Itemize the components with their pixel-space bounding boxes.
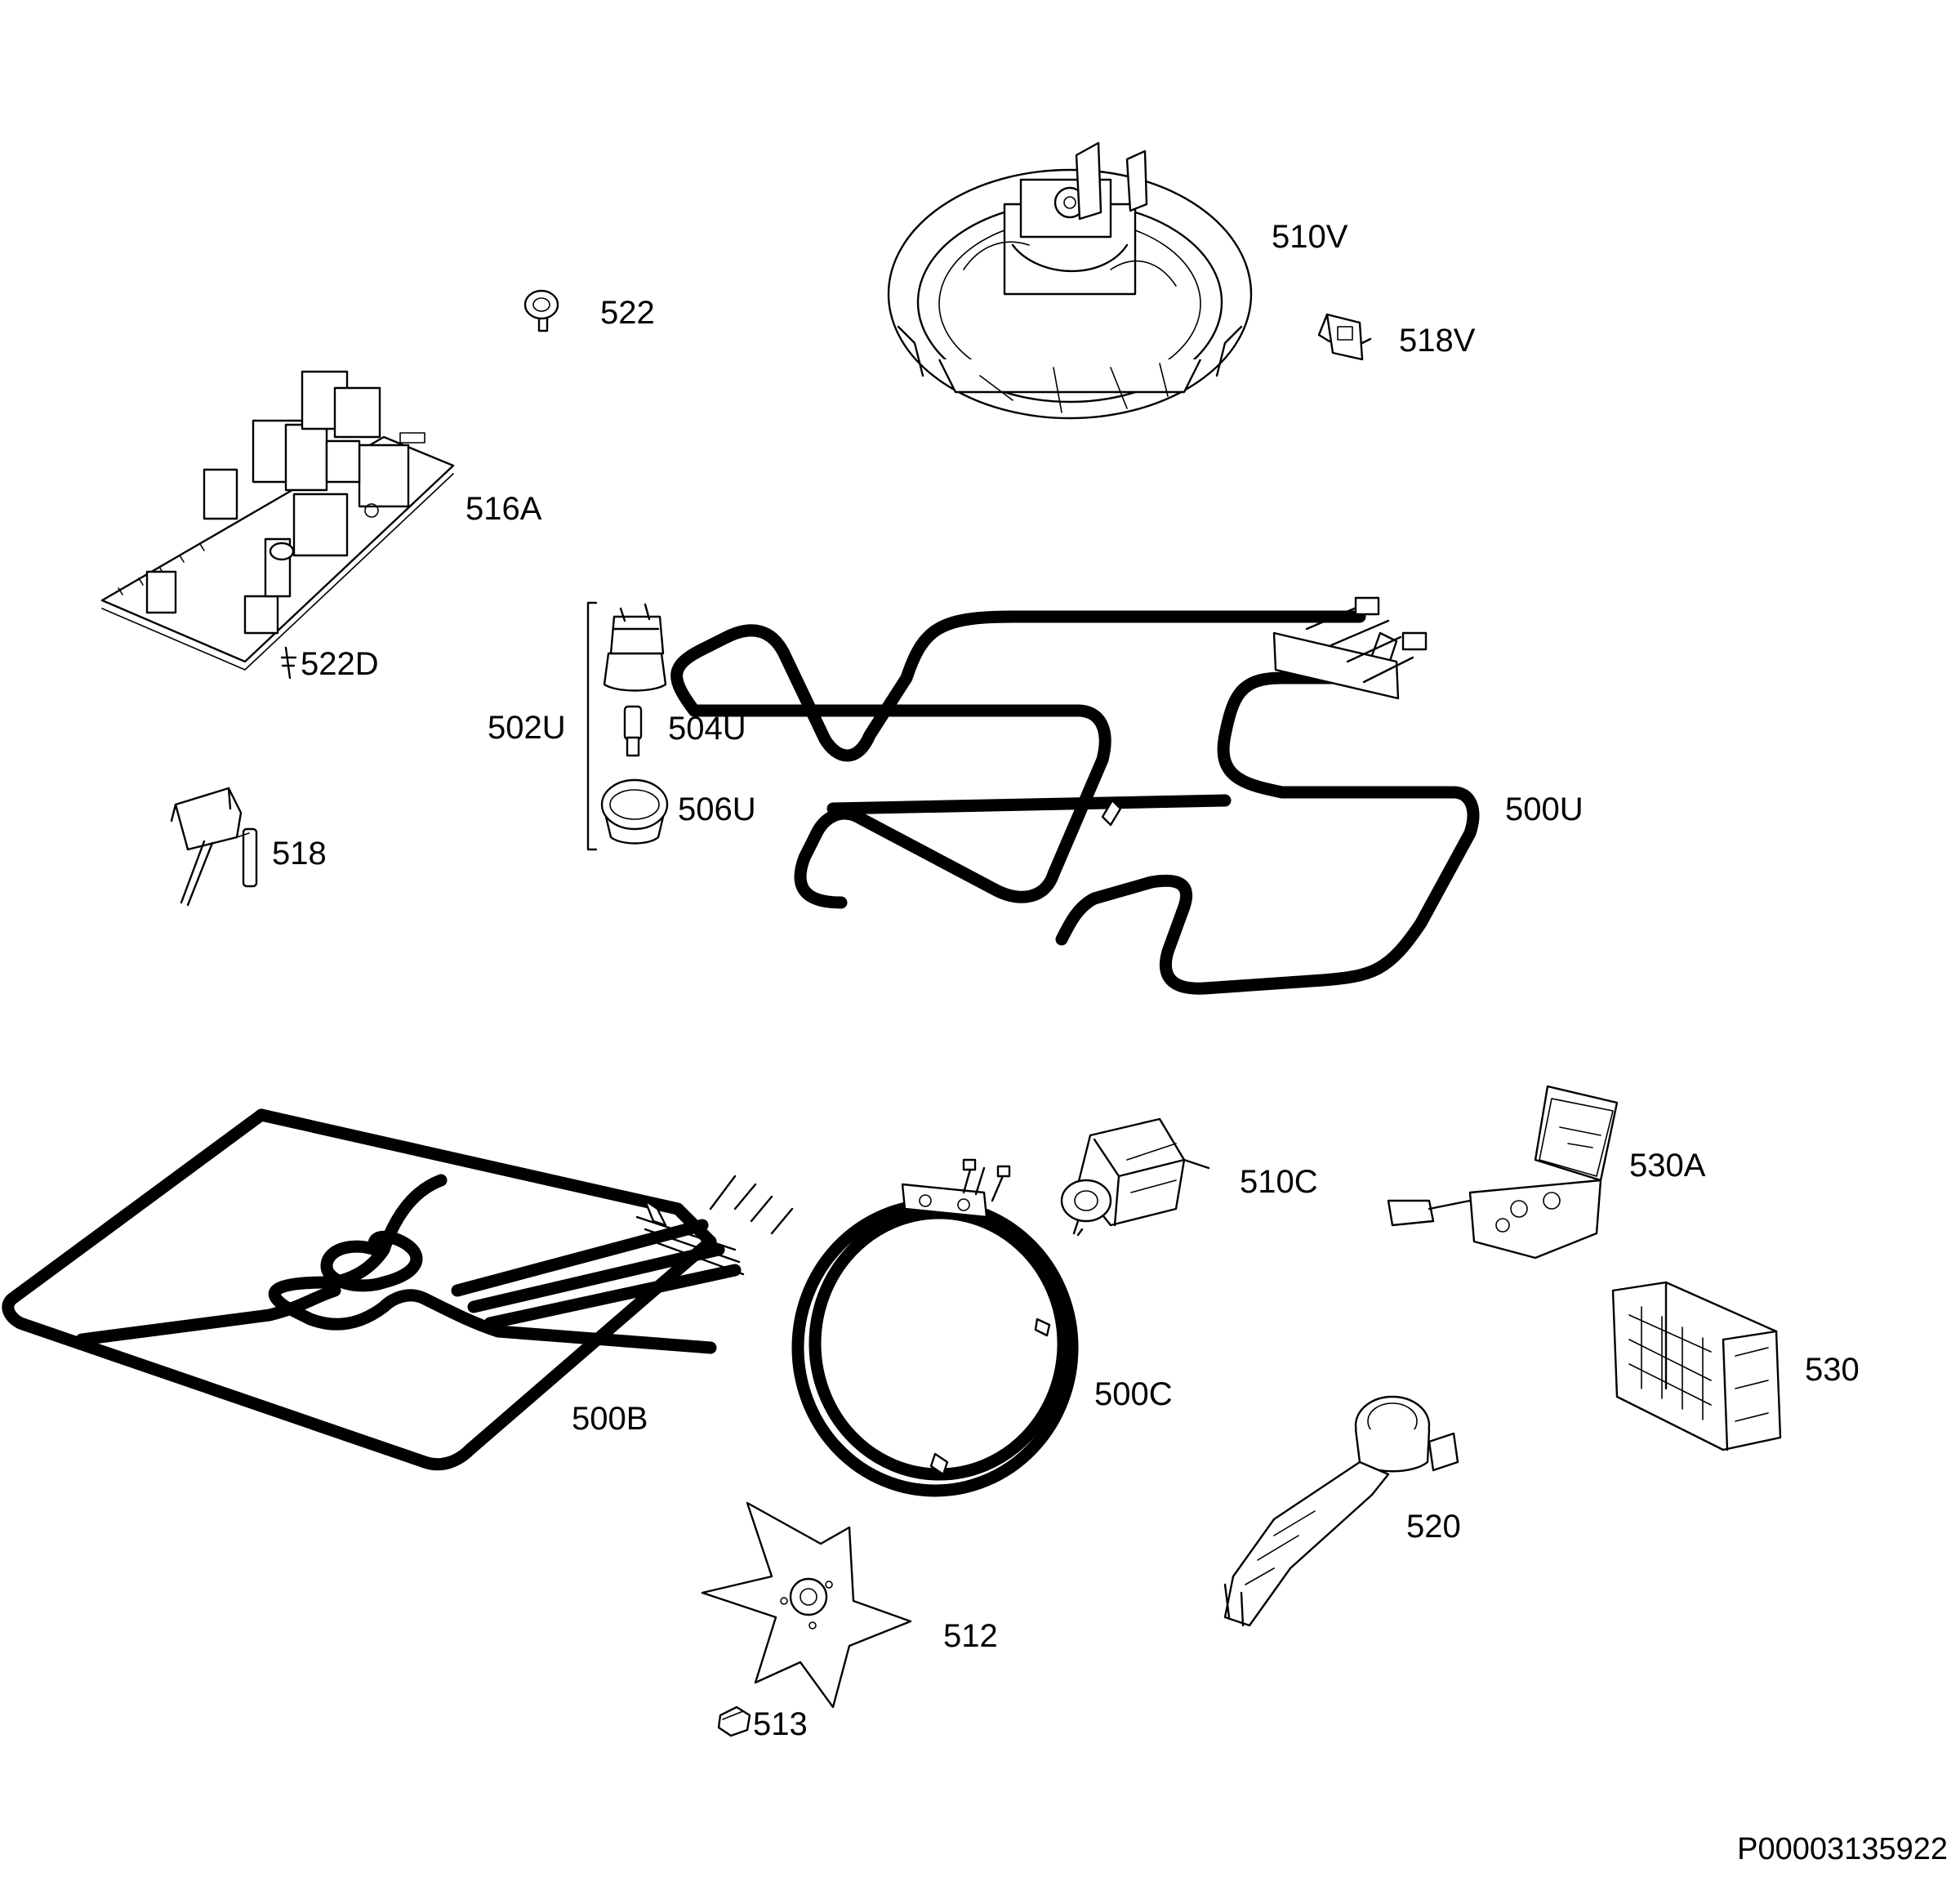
part-504U-drawing (623, 705, 643, 757)
part-502U-bracket (586, 601, 598, 851)
label-530A: 530A (1629, 1148, 1706, 1184)
label-500B: 500B (572, 1401, 648, 1437)
part-512-drawing (701, 1501, 912, 1709)
part-513-drawing (717, 1705, 751, 1737)
part-500U-drawing (670, 596, 1480, 995)
label-506U: 506U (678, 791, 756, 827)
label-512: 512 (943, 1618, 998, 1654)
part-530-drawing (1611, 1281, 1782, 1451)
part-522-drawing (523, 289, 559, 332)
label-500U: 500U (1505, 791, 1584, 827)
label-518: 518 (272, 836, 327, 872)
part-500C-drawing (791, 1158, 1079, 1497)
label-522: 522 (600, 295, 655, 331)
label-510C: 510C (1240, 1164, 1318, 1200)
label-530: 530 (1805, 1352, 1860, 1388)
label-516A: 516A (466, 491, 542, 527)
part-500B-drawing (2, 1108, 794, 1471)
label-510V: 510V (1272, 219, 1348, 255)
label-500C: 500C (1094, 1376, 1173, 1412)
label-502U: 502U (488, 710, 566, 746)
document-id: P00003135922 (1737, 1832, 1948, 1866)
part-530A-drawing (1387, 1085, 1619, 1260)
part-516A-drawing (100, 370, 455, 671)
part-520-drawing (1223, 1395, 1459, 1627)
label-520: 520 (1406, 1509, 1461, 1545)
part-lamp-holder-drawing (603, 603, 667, 692)
label-518V: 518V (1399, 323, 1476, 359)
part-518V-drawing (1317, 313, 1372, 361)
label-522D: 522D (301, 646, 379, 682)
part-518-drawing (170, 787, 258, 907)
part-510C-drawing (1060, 1117, 1210, 1237)
label-513: 513 (753, 1706, 808, 1742)
part-510V-drawing (887, 141, 1253, 420)
part-522D-drawing (280, 646, 297, 680)
part-506U-drawing (600, 778, 669, 845)
